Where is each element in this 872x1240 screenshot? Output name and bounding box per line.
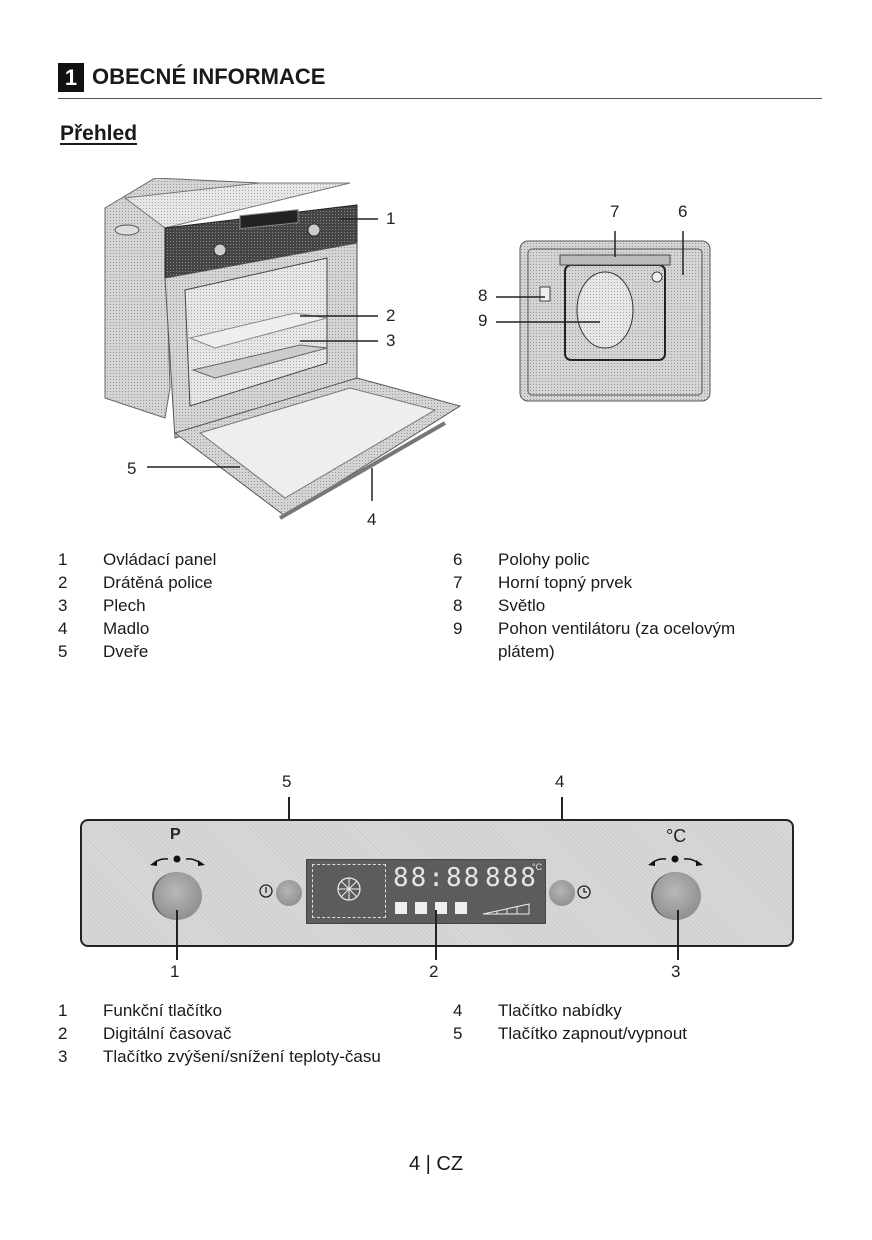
fan [576, 271, 634, 349]
callout-1: 1 [386, 209, 396, 228]
time-readout: 88:88 [393, 863, 482, 893]
leader-1 [176, 910, 178, 960]
digital-timer-display: 88:88 888 °C [306, 859, 546, 924]
alarm-icon [435, 902, 447, 914]
oven-knob-right [307, 223, 321, 237]
clock-icon [577, 885, 591, 899]
on-off-button[interactable] [276, 880, 302, 906]
callout-9: 9 [478, 311, 488, 330]
panel-callout-2: 2 [429, 962, 439, 981]
temp-knob-label: °C [666, 826, 687, 846]
panel-callout-1: 1 [170, 962, 180, 981]
callout-6: 6 [678, 202, 688, 221]
callout-2: 2 [386, 306, 396, 325]
end-time-icon [415, 902, 427, 914]
panel-callout-4: 4 [555, 772, 565, 791]
leader-2 [435, 910, 437, 960]
rotate-arrows-icon [648, 855, 703, 866]
callout-5: 5 [127, 459, 137, 478]
callout-4: 4 [367, 510, 377, 529]
section-number: 1 [58, 63, 84, 92]
section-header: 1 OBECNÉ INFORMACE [58, 60, 822, 99]
subsection-title: Přehled [60, 122, 138, 145]
menu-button[interactable] [549, 880, 575, 906]
oven-knob-left [213, 243, 227, 257]
lamp [539, 286, 551, 302]
callout-7: 7 [610, 202, 620, 221]
power-icon [259, 884, 273, 898]
section-title: OBECNÉ INFORMACE [92, 64, 326, 89]
function-knob-label: P [170, 826, 181, 843]
oven-top [123, 182, 351, 229]
callout-3: 3 [386, 331, 396, 350]
rotate-arrows-icon [150, 855, 205, 866]
panel-callout-5: 5 [282, 772, 292, 791]
callout-8: 8 [478, 286, 488, 305]
oven-illustration [104, 178, 462, 520]
wire-rack [188, 312, 328, 349]
fan-icon [337, 877, 361, 901]
cook-time-icon [395, 902, 407, 914]
page-footer: 4 | CZ [408, 1153, 464, 1175]
clock-mode-icon [455, 902, 467, 914]
leader-3 [677, 910, 679, 960]
panel-callout-3: 3 [671, 962, 681, 981]
oven-interior-illustration [496, 231, 711, 402]
baking-tray [191, 344, 328, 379]
function-icons-area [312, 864, 386, 918]
temp-readout: 888 [485, 863, 538, 893]
oven-display [239, 209, 299, 230]
mode-icons [395, 902, 467, 914]
temperature-level-bars [483, 903, 530, 915]
door-glass [198, 387, 437, 499]
temp-unit: °C [532, 862, 543, 872]
legend-item: plátem) [498, 642, 555, 661]
temp-time-knob[interactable] [651, 872, 701, 920]
